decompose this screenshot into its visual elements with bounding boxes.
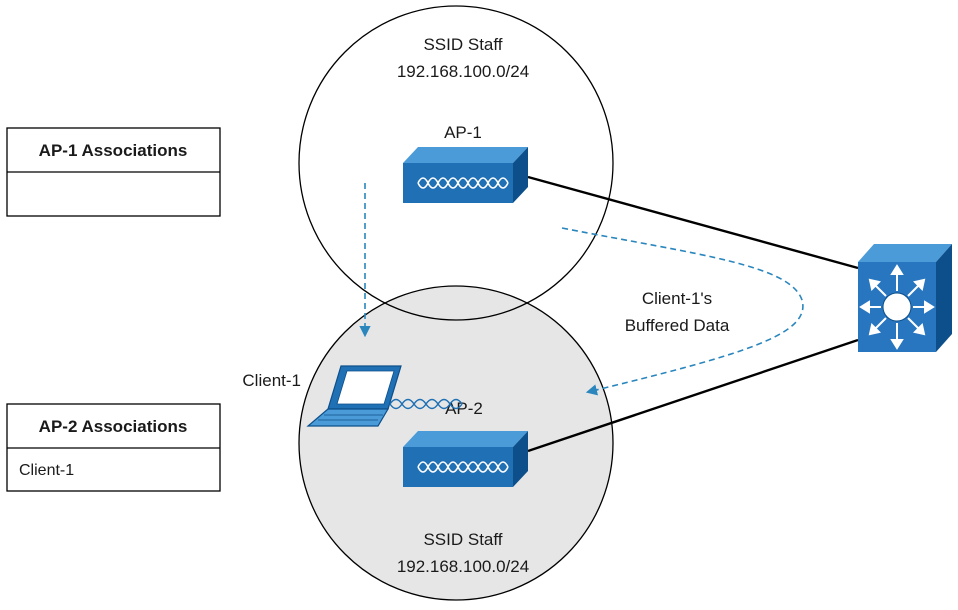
- ap1-label: AP-1: [444, 123, 482, 142]
- ap1-uplink: [527, 175, 859, 270]
- access-point-icon: [403, 431, 528, 487]
- wireless-signal: [389, 398, 463, 410]
- ap2-cell-subnet: 192.168.100.0/24: [397, 557, 529, 576]
- ap1-cell-ssid: SSID Staff: [423, 35, 502, 54]
- ap2-uplink: [527, 338, 859, 453]
- access-point-icon: [403, 147, 528, 203]
- buffered-data-label-line1: Client-1's: [642, 289, 712, 308]
- ap2-associations-title: AP-2 Associations: [39, 417, 188, 436]
- ap2-label: AP-2: [445, 399, 483, 418]
- client1-label: Client-1: [242, 371, 301, 390]
- ap1-coverage-cell: [298, 5, 614, 321]
- ap1-cell-subnet: 192.168.100.0/24: [397, 62, 529, 81]
- ap2-cell-ssid: SSID Staff: [423, 530, 502, 549]
- client1-laptop: [306, 365, 463, 427]
- multilayer-switch-icon: [858, 244, 952, 352]
- ap2-associations-table: AP-2 Associations Client-1: [6, 403, 221, 492]
- buffered-data-label-line2: Buffered Data: [625, 316, 730, 335]
- multilayer-switch: [858, 244, 952, 352]
- ap2-associations-row: Client-1: [19, 462, 74, 479]
- ap1-associations-table: AP-1 Associations: [6, 127, 221, 217]
- buffered-data-arrow: [561, 227, 804, 396]
- ap2-device: [403, 431, 528, 487]
- ap1-associations-title: AP-1 Associations: [39, 141, 188, 160]
- laptop-icon: [306, 365, 402, 427]
- ap1-device: [403, 147, 528, 203]
